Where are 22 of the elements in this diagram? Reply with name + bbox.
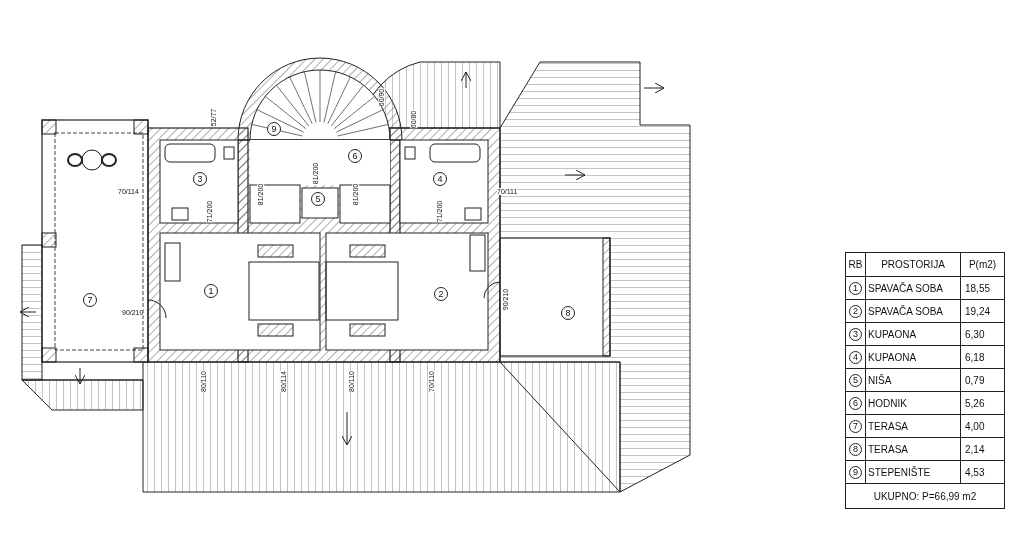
room-name: STEPENIŠTE [866,461,961,483]
room-name: SPAVAČA SOBA [866,300,961,322]
room-name: KUPAONA [866,346,961,368]
table-header: P(m2) [967,258,998,272]
total-area: UKUPNO: P=66,99 m2 [846,484,1004,508]
table-header: PROSTORIJA [866,253,961,276]
area-value: 4,00 [964,419,986,434]
area-value: 4,53 [964,465,986,480]
area-value: 18,55 [964,281,992,296]
area-value: 2,14 [964,442,986,457]
area-value: 5,26 [964,396,986,411]
room-name: KUPAONA [866,323,961,345]
area-value: 19,24 [964,304,992,319]
room-name: NIŠA [866,369,961,391]
area-value: 6,18 [964,350,986,365]
area-value: 0,79 [964,373,986,388]
table-header: RB [846,253,866,276]
room-name: TERASA [866,415,961,437]
room-name: SPAVAČA SOBA [866,277,961,299]
area-value: 6,30 [964,327,986,342]
room-name: TERASA [866,438,961,460]
room-name: HODNIK [866,392,961,414]
